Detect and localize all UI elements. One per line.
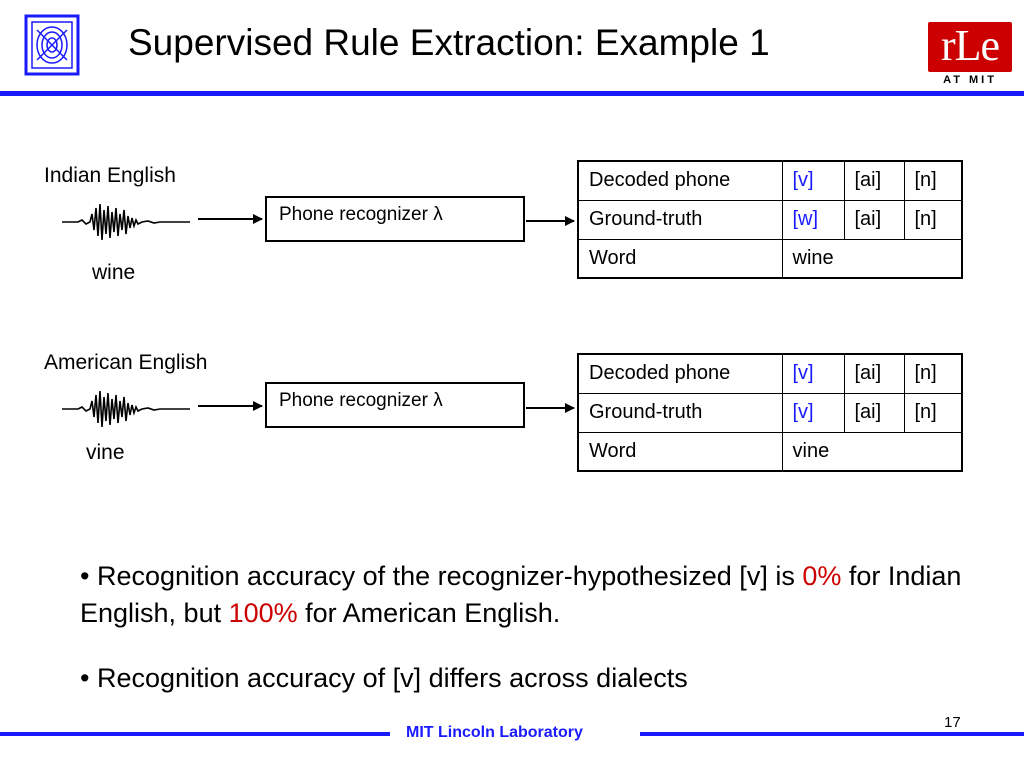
phone-recognizer-box-2: Phone recognizer λ — [265, 382, 525, 428]
phone-cell: [w] — [781, 199, 845, 240]
phone-cell: [ai] — [843, 160, 905, 201]
phone-cell: [n] — [903, 392, 963, 433]
row-label: Word — [577, 431, 783, 472]
row-label: Ground-truth — [577, 392, 783, 433]
table-row: Decoded phone [v] [ai] [n] — [577, 353, 963, 394]
phone-cell: [v] — [781, 392, 845, 433]
phone-cell: [ai] — [843, 392, 905, 433]
waveform-icon — [62, 387, 190, 431]
rle-logo-subtext: AT MIT — [943, 74, 997, 86]
word-cell: vine — [781, 431, 963, 472]
row-label: Decoded phone — [577, 353, 783, 394]
row-label: Decoded phone — [577, 160, 783, 201]
bullet-text: for Indian English, but — [80, 561, 962, 628]
phone-cell: [ai] — [843, 353, 905, 394]
slide-title: Supervised Rule Extraction: Example 1 — [128, 22, 770, 63]
phone-table-american: Decoded phone [v] [ai] [n] Ground-truth … — [577, 353, 963, 472]
row-label: Ground-truth — [577, 199, 783, 240]
title-divider — [0, 91, 1024, 96]
rle-logo: rLe AT MIT — [928, 22, 1012, 90]
word-label-wine: wine — [92, 261, 136, 284]
phone-cell: [n] — [903, 160, 963, 201]
page-number: 17 — [944, 714, 961, 731]
table-row: Ground-truth [w] [ai] [n] — [577, 199, 963, 240]
phone-cell: [n] — [903, 199, 963, 240]
bullet-text: • Recognition accuracy of the recognizer… — [80, 561, 803, 591]
rle-logo-box — [928, 22, 1012, 72]
rle-logo-text: rLe — [940, 21, 1000, 70]
table-row: Word wine — [577, 238, 963, 279]
footer-lab-name: MIT Lincoln Laboratory — [406, 724, 583, 741]
table-row: Word vine — [577, 431, 963, 472]
phone-table-indian: Decoded phone [v] [ai] [n] Ground-truth … — [577, 160, 963, 279]
phone-cell: [v] — [781, 160, 845, 201]
waveform-icon — [62, 200, 190, 244]
word-label-vine: vine — [86, 441, 125, 464]
phone-recognizer-box-1: Phone recognizer λ — [265, 196, 525, 242]
phone-cell: [ai] — [843, 199, 905, 240]
phone-cell: [v] — [781, 353, 845, 394]
highlight-american-accuracy: 100% — [228, 598, 298, 628]
dialect-label-indian: Indian English — [44, 164, 176, 187]
bullet-accuracy: • Recognition accuracy of the recognizer… — [80, 558, 970, 632]
table-row: Decoded phone [v] [ai] [n] — [577, 160, 963, 201]
dialect-label-american: American English — [44, 351, 208, 374]
row-label: Word — [577, 238, 783, 279]
bullet-differs: • Recognition accuracy of [v] differs ac… — [80, 663, 688, 693]
table-row: Ground-truth [v] [ai] [n] — [577, 392, 963, 433]
lincoln-lab-logo-icon — [24, 14, 80, 76]
footer-rule-right — [640, 732, 1024, 736]
phone-cell: [n] — [903, 353, 963, 394]
word-cell: wine — [781, 238, 963, 279]
bullet-text: for American English. — [297, 598, 561, 628]
highlight-indian-accuracy: 0% — [802, 561, 842, 591]
footer-rule-left — [0, 732, 390, 736]
